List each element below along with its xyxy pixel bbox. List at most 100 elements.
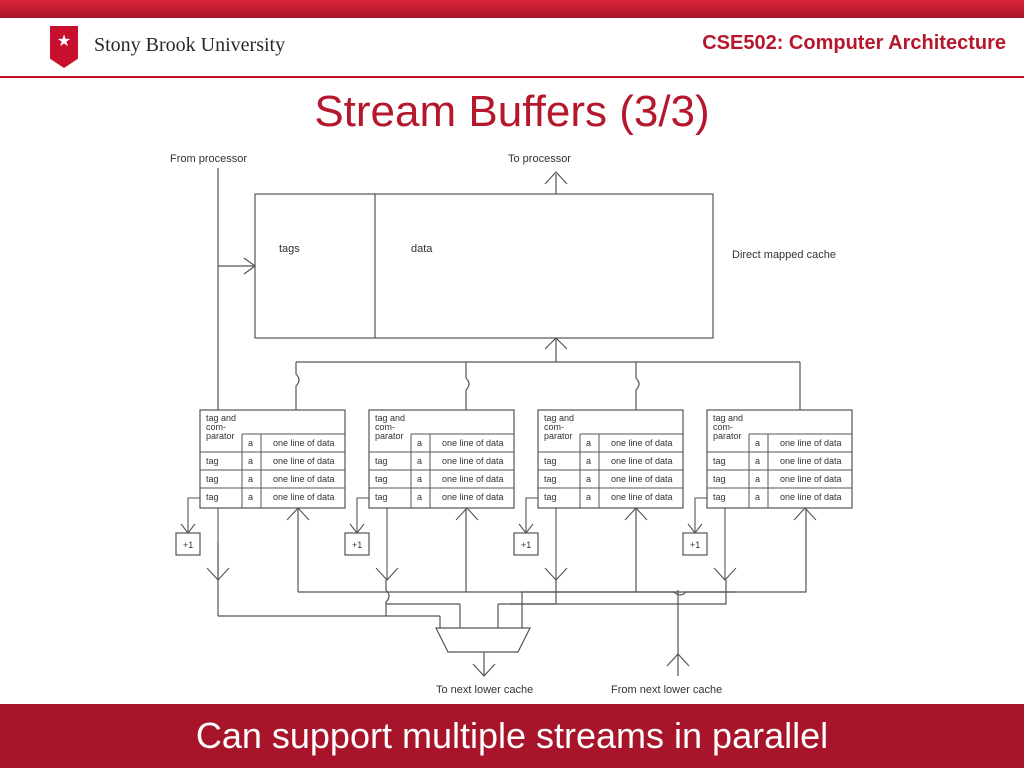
footer-banner: Can support multiple streams in parallel — [0, 704, 1024, 768]
buffer-1-arrow — [206, 567, 230, 581]
buffer-3-tag-label: tag — [544, 492, 557, 502]
buffer-4-increment-label: +1 — [690, 540, 700, 550]
buffer-2-a-label: a — [417, 456, 422, 466]
buffer-4-line-label: one line of data — [780, 456, 842, 466]
buffer-4-comparator-label: parator — [713, 431, 742, 441]
buffer-4-a-label: a — [755, 456, 760, 466]
to-processor-label: To processor — [508, 153, 571, 165]
buffer-1-a-label: a — [248, 474, 253, 484]
buffer-4-arrow — [713, 567, 737, 581]
buffer-4-line-label: one line of data — [780, 492, 842, 502]
buffer-1-line-label: one line of data — [273, 438, 335, 448]
buffer-4-a-label: a — [755, 492, 760, 502]
buffer-2-feedback-wire — [356, 497, 369, 533]
buffer-4-comparator-label: tag and — [713, 413, 743, 423]
buffer-4-line-label: one line of data — [780, 474, 842, 484]
buffer-1-increment-label: +1 — [183, 540, 193, 550]
buffer-1-line-label: one line of data — [273, 492, 335, 502]
buffer-1-comparator-label: tag and — [206, 413, 236, 423]
buffer-2-comparator-label: com- — [375, 422, 395, 432]
buffer-1-arrow — [180, 523, 196, 534]
slide-title: Stream Buffers (3/3) — [314, 87, 710, 136]
buffer-1-feedback-wire — [187, 497, 200, 533]
buffer-2-increment-label: +1 — [352, 540, 362, 550]
buffer-4-tag-label: tag — [713, 456, 726, 466]
buffer-4-comparator-label: com- — [713, 422, 733, 432]
buffer-3-line-label: one line of data — [611, 474, 673, 484]
buffer-2-arrow — [375, 567, 399, 581]
buffer-1-tag-label: tag — [206, 456, 219, 466]
shield-icon — [50, 26, 78, 68]
buffer-1-tag-label: tag — [206, 492, 219, 502]
buffer-3-line-label: one line of data — [611, 438, 673, 448]
buffer-2-line-label: one line of data — [442, 438, 504, 448]
buffer-2-line-label: one line of data — [442, 492, 504, 502]
cache-label: Direct mapped cache — [732, 249, 836, 261]
buffer-4-arrow — [793, 507, 817, 521]
buffer-3-a-label: a — [586, 456, 591, 466]
university-name: Stony Brook University — [94, 34, 286, 56]
star-icon: ★ — [56, 33, 72, 50]
buffer-2-tag-label: tag — [375, 456, 388, 466]
buffer-4-tag-label: tag — [713, 492, 726, 502]
buffer-3-arrow — [544, 567, 568, 581]
buffer-2-a-label: a — [417, 438, 422, 448]
buffer-2-a-label: a — [417, 492, 422, 502]
buffer-1-comparator-label: com- — [206, 422, 226, 432]
buffer-4-a-label: a — [755, 474, 760, 484]
buffer-1-a-label: a — [248, 438, 253, 448]
buffer-2-tag-label: tag — [375, 492, 388, 502]
tags-label: tags — [279, 243, 300, 255]
buffer-1-line-label: one line of data — [273, 474, 335, 484]
buffer-2-line-label: one line of data — [442, 474, 504, 484]
buffer-2-tag-label: tag — [375, 474, 388, 484]
buffer-3-line-label: one line of data — [611, 456, 673, 466]
footer-text: Can support multiple streams in parallel — [195, 715, 829, 756]
buffer-1-tag-label: tag — [206, 474, 219, 484]
buffer-3-increment-label: +1 — [521, 540, 531, 550]
buffer-1-a-label: a — [248, 456, 253, 466]
buffer-2-line-label: one line of data — [442, 456, 504, 466]
buffer-4-line-label: one line of data — [780, 438, 842, 448]
buffer-4-tag-label: tag — [713, 474, 726, 484]
cache-box — [254, 193, 714, 339]
buffer-3-a-label: a — [586, 438, 591, 448]
buffer-4-arrow — [687, 523, 703, 534]
buffer-4-a-label: a — [755, 438, 760, 448]
stream-buffer-1 — [199, 409, 346, 509]
buffer-2-comparator-label: parator — [375, 431, 404, 441]
buffer-3-tag-label: tag — [544, 456, 557, 466]
stream-buffer-4 — [706, 409, 853, 509]
stream-buffer-3 — [537, 409, 684, 509]
buffer-3-comparator-label: parator — [544, 431, 573, 441]
buffer-3-arrow — [624, 507, 648, 521]
data-label: data — [411, 243, 433, 255]
buffer-2-a-label: a — [417, 474, 422, 484]
buffer-2-comparator-label: tag and — [375, 413, 405, 423]
buffer-3-a-label: a — [586, 492, 591, 502]
stream-buffer-2 — [368, 409, 515, 509]
header-divider — [0, 76, 1024, 78]
buffer-3-line-label: one line of data — [611, 492, 673, 502]
buffer-1-line-label: one line of data — [273, 456, 335, 466]
buffer-3-feedback-wire — [525, 497, 538, 533]
buffer-1-comparator-label: parator — [206, 431, 235, 441]
buffer-1-a-label: a — [248, 492, 253, 502]
buffer-2-arrow — [455, 507, 479, 521]
from-processor-label: From processor — [170, 153, 247, 165]
course-title: CSE502: Computer Architecture — [702, 32, 1006, 54]
buffer-4-feedback-wire — [694, 497, 707, 533]
buffer-3-a-label: a — [586, 474, 591, 484]
top-banner — [0, 0, 1024, 18]
buffer-3-tag-label: tag — [544, 474, 557, 484]
cache-wiring — [217, 168, 807, 677]
buffer-1-arrow — [286, 507, 310, 521]
buffer-2-arrow — [349, 523, 365, 534]
from-lower-cache-label: From next lower cache — [611, 684, 722, 696]
buffer-3-comparator-label: tag and — [544, 413, 574, 423]
buffer-3-comparator-label: com- — [544, 422, 564, 432]
university-logo: ★ Stony Brook University — [50, 26, 350, 70]
to-lower-cache-label: To next lower cache — [436, 684, 533, 696]
